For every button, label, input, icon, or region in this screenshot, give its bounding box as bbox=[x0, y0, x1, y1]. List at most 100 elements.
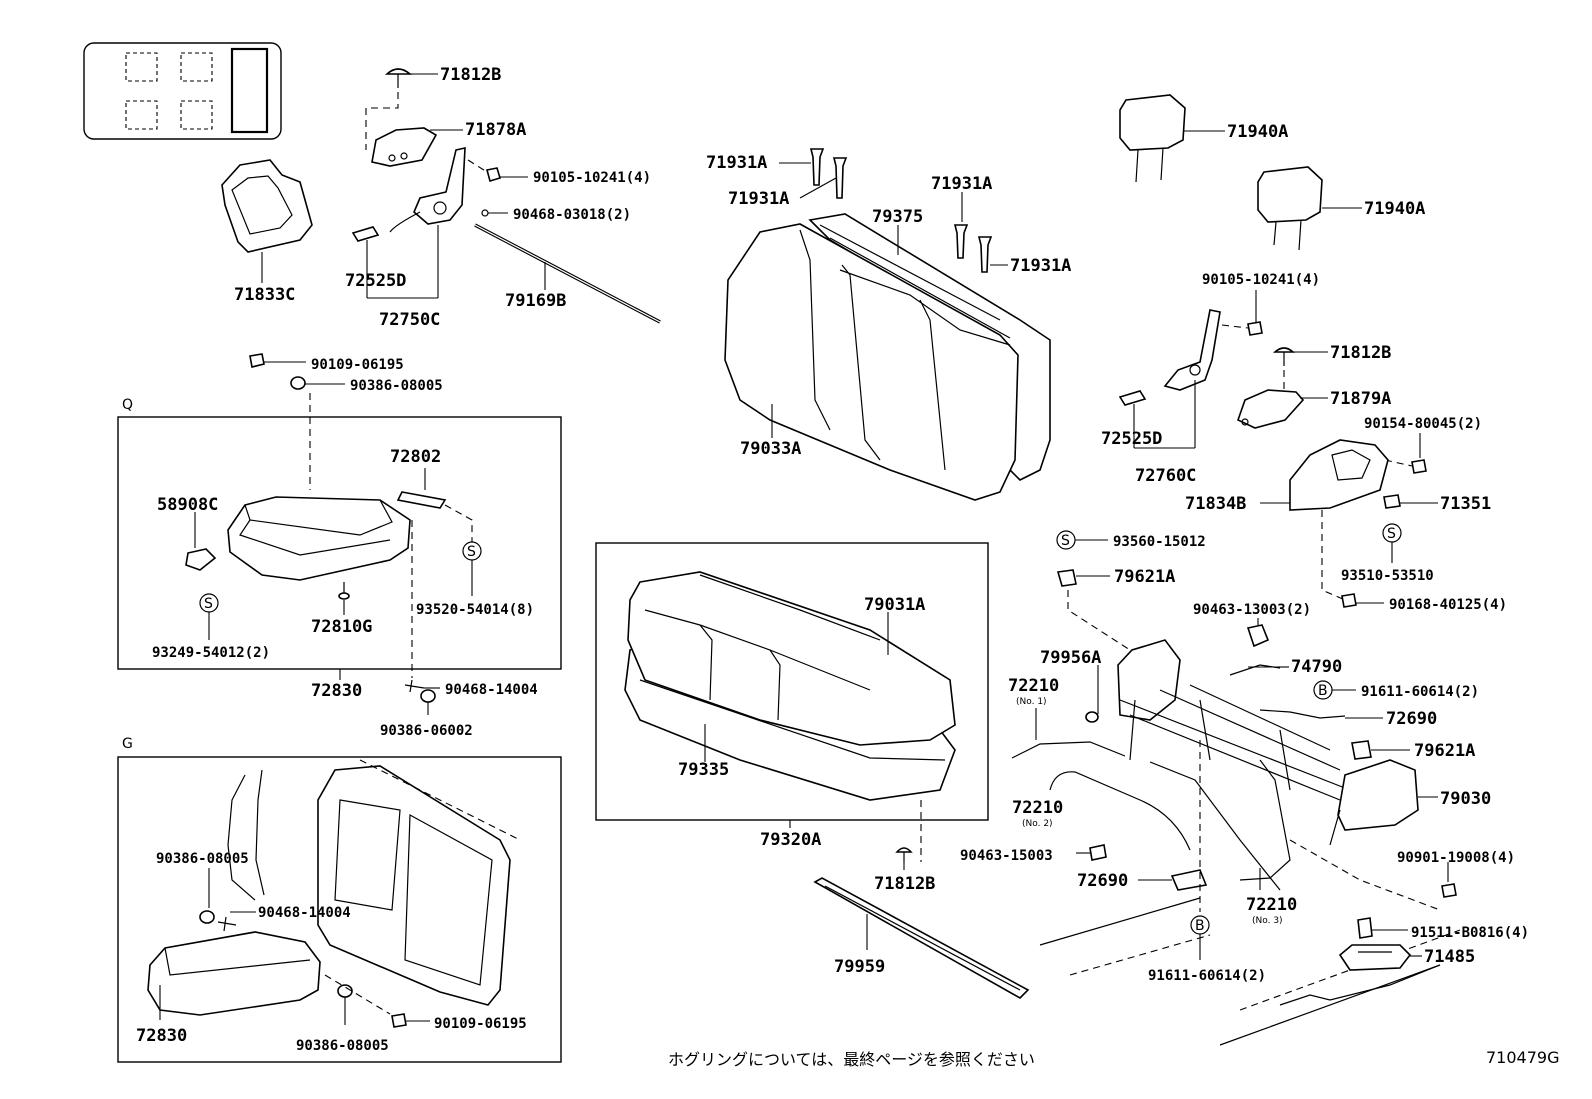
part-label-71812b-top: 71812B bbox=[440, 65, 501, 85]
part-71878a-cover bbox=[371, 127, 438, 167]
part-79959-trim bbox=[813, 877, 1030, 999]
part-label-72802: 72802 bbox=[390, 447, 441, 467]
part-label-72210-2: 72210 bbox=[1012, 798, 1063, 818]
part-label-71351: 71351 bbox=[1440, 494, 1491, 514]
part-71940a-headrest-2 bbox=[1257, 166, 1323, 251]
part-label-90468-14004-g: 90468-14004 bbox=[258, 905, 351, 921]
part-90105-bolt-top bbox=[486, 167, 501, 183]
part-label-71485: 71485 bbox=[1424, 947, 1475, 967]
part-label-93249: 93249-54012(2) bbox=[152, 645, 270, 661]
part-label-90468-14004-q: 90468-14004 bbox=[445, 682, 538, 698]
seat-back-g bbox=[227, 765, 511, 1006]
cushion-assembly-frame bbox=[595, 542, 989, 821]
part-label-71879a: 71879A bbox=[1330, 389, 1391, 409]
s-mark-label-4: S bbox=[1061, 533, 1070, 549]
part-79169b-rod bbox=[474, 223, 661, 324]
part-label-79959: 79959 bbox=[834, 957, 885, 977]
part-71931a-guides-left bbox=[809, 148, 848, 199]
part-note-72210-1: (No. 1) bbox=[1016, 697, 1047, 707]
part-label-91511: 91511-B0816(4) bbox=[1411, 925, 1529, 941]
part-90463-clip bbox=[1246, 624, 1270, 648]
part-label-90154: 90154-80045(2) bbox=[1364, 416, 1482, 432]
part-label-90105-right: 90105-10241(4) bbox=[1202, 272, 1320, 288]
part-91511-bolt bbox=[1357, 917, 1373, 939]
part-72525d-pad-right bbox=[1118, 390, 1147, 406]
part-90386-06002-nut bbox=[420, 689, 436, 703]
part-label-71834b: 71834B bbox=[1185, 494, 1246, 514]
part-label-79375: 79375 bbox=[872, 207, 923, 227]
part-90468-14004-clip-q bbox=[404, 679, 425, 693]
part-label-79169b: 79169B bbox=[505, 291, 566, 311]
part-label-72690-right: 72690 bbox=[1386, 709, 1437, 729]
part-79621a-stopper-2 bbox=[1351, 740, 1372, 760]
part-label-72525d-right: 72525D bbox=[1101, 429, 1162, 449]
section-g-frame bbox=[117, 756, 562, 1063]
part-72750c-hinge bbox=[389, 146, 466, 233]
part-71351-pad bbox=[1383, 494, 1401, 509]
part-label-90468-03018: 90468-03018(2) bbox=[513, 207, 631, 223]
part-90168-bolt bbox=[1341, 593, 1357, 608]
part-label-72690-bottom: 72690 bbox=[1077, 871, 1128, 891]
part-90386-nut-g2 bbox=[337, 984, 353, 998]
seat-layout-legend bbox=[83, 42, 282, 140]
part-79033a-seatback bbox=[724, 213, 1051, 501]
part-note-72210-2: (No. 2) bbox=[1022, 819, 1053, 829]
part-90463-15003-clip bbox=[1089, 844, 1107, 861]
part-90109-bolt-top bbox=[249, 353, 265, 368]
part-label-90386-06002: 90386-06002 bbox=[380, 723, 473, 739]
part-72525d-pad-top bbox=[351, 226, 380, 242]
part-label-72830-q: 72830 bbox=[311, 681, 362, 701]
part-90386-nut-g1 bbox=[199, 910, 215, 924]
part-label-71940a-1: 71940A bbox=[1227, 122, 1288, 142]
part-label-90386-g1: 90386-08005 bbox=[156, 851, 249, 867]
s-mark-label-2: S bbox=[467, 544, 476, 560]
part-label-79031a: 79031A bbox=[864, 595, 925, 615]
part-90386-nut-top bbox=[290, 376, 306, 390]
section-letter-q: Q bbox=[122, 397, 133, 413]
part-label-71931a-2: 71931A bbox=[728, 189, 789, 209]
part-72830-cushion-g bbox=[147, 931, 321, 1016]
part-label-71878a: 71878A bbox=[465, 120, 526, 140]
part-label-72210-3: 72210 bbox=[1246, 895, 1297, 915]
b-mark-label-2: B bbox=[1195, 918, 1205, 934]
part-72802-pad bbox=[396, 491, 447, 509]
part-72690-cable-bottom bbox=[1170, 869, 1208, 891]
part-90468-clip-g bbox=[217, 916, 237, 932]
s-mark-label-1: S bbox=[204, 596, 213, 612]
part-79621a-stopper-1 bbox=[1056, 569, 1077, 587]
part-label-71812b-right: 71812B bbox=[1330, 343, 1391, 363]
part-label-91611-bottom: 91611-60614(2) bbox=[1148, 968, 1266, 984]
part-label-79335: 79335 bbox=[678, 760, 729, 780]
part-label-72760c: 72760C bbox=[1135, 466, 1196, 486]
part-71485-bracket bbox=[1338, 944, 1412, 971]
part-label-72210-1: 72210 bbox=[1008, 676, 1059, 696]
part-label-90109-top: 90109-06195 bbox=[311, 357, 404, 373]
part-72830-armrest-q bbox=[227, 496, 411, 581]
section-letter-g: G bbox=[122, 736, 133, 752]
part-71812b-clip-top bbox=[384, 68, 413, 88]
part-label-71812b-bottom: 71812B bbox=[874, 874, 935, 894]
part-71834b-cover bbox=[1289, 439, 1389, 511]
part-label-90105-top: 90105-10241(4) bbox=[533, 170, 651, 186]
part-90901-bolt bbox=[1441, 883, 1457, 898]
part-90154-bolt bbox=[1411, 459, 1427, 474]
part-71879a-cover bbox=[1237, 389, 1305, 429]
part-note-72210-3: (No. 3) bbox=[1252, 916, 1283, 926]
part-71812b-clip-bottom bbox=[895, 847, 913, 862]
part-label-72810g: 72810G bbox=[311, 617, 372, 637]
part-90105-bolt-right bbox=[1247, 321, 1263, 336]
part-label-90109-g: 90109-06195 bbox=[434, 1016, 527, 1032]
part-label-71833c: 71833C bbox=[234, 285, 295, 305]
part-label-71931a-3: 71931A bbox=[931, 174, 992, 194]
part-label-79956a: 79956A bbox=[1040, 648, 1101, 668]
part-label-58908c: 58908C bbox=[157, 495, 218, 515]
part-label-79030: 79030 bbox=[1440, 789, 1491, 809]
part-label-90386-top: 90386-08005 bbox=[350, 378, 443, 394]
part-label-79033a: 79033A bbox=[740, 439, 801, 459]
part-label-71931a-1: 71931A bbox=[706, 153, 767, 173]
part-label-93510: 93510-53510 bbox=[1341, 568, 1434, 584]
part-label-90386-g2: 90386-08005 bbox=[296, 1038, 389, 1054]
part-label-90168: 90168-40125(4) bbox=[1389, 597, 1507, 613]
footer-note: ホグリングについては、最終ページを参照ください bbox=[668, 1050, 1035, 1069]
part-label-93560: 93560-15012 bbox=[1113, 534, 1206, 550]
